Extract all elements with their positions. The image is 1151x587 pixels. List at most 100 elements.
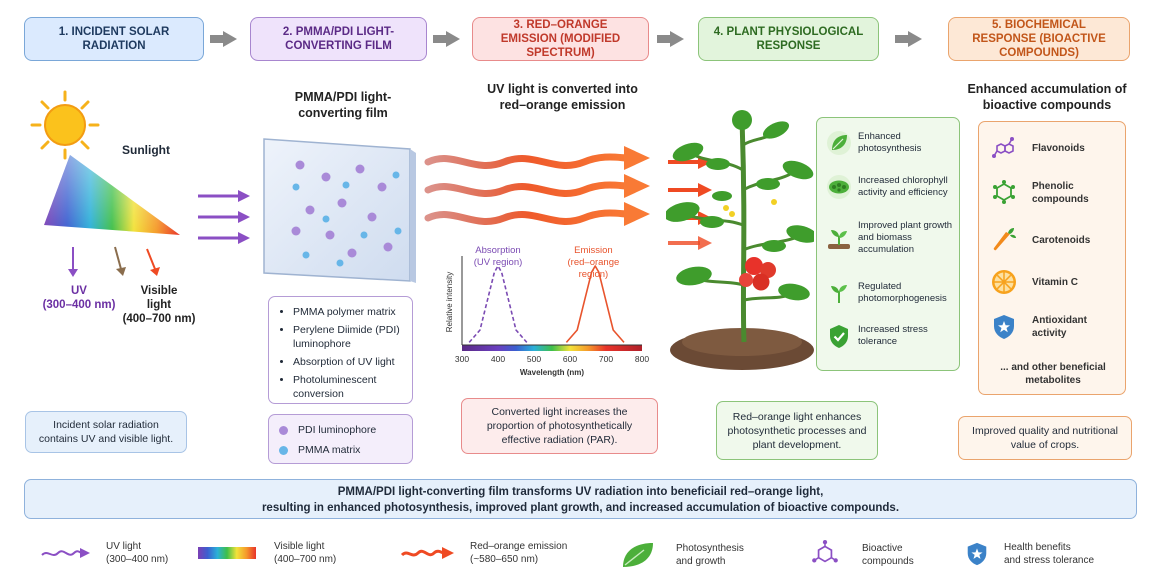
step-connector xyxy=(210,35,224,43)
carrot-icon xyxy=(993,228,1016,251)
summary-banner: PMMA/PDI light-converting film transform… xyxy=(24,479,1137,519)
plant-note: Red–orange light enhances photosynthetic… xyxy=(716,401,878,460)
compound-label: Phenolic compounds xyxy=(1032,181,1089,205)
sun-icon xyxy=(30,90,100,160)
bioactive-note-text: Improved quality and nutritional value o… xyxy=(972,425,1118,451)
legend-label: Photosynthesis xyxy=(676,543,744,554)
benefit-stress-tolerance: Increased stress tolerance xyxy=(826,323,956,349)
sun-and-spectrum-illustration xyxy=(30,90,180,235)
compound-flavonoids: Flavonoids xyxy=(990,134,1120,162)
list-item: Perylene Diimide (PDI) luminophore xyxy=(293,323,402,351)
legend-label: Bioactive xyxy=(862,543,903,554)
x-tick-label: 300 xyxy=(455,354,469,364)
tomato-fruits xyxy=(739,257,776,291)
legend-label: Visible light xyxy=(274,541,325,552)
pmma-legend-row: PMMA matrix xyxy=(279,443,412,457)
absorption-label: Absorption xyxy=(475,245,520,256)
red-orange-wave-icon xyxy=(400,547,454,559)
compound-label: Carotenoids xyxy=(1032,234,1091,246)
pdi-legend-label: PDI luminophore xyxy=(298,424,377,436)
x-tick-label: 500 xyxy=(527,354,541,364)
leaf-icon xyxy=(827,131,851,155)
seedling-icon xyxy=(828,230,850,249)
visible-range-text: (400–700 nm) xyxy=(122,313,196,325)
legend-sub: compounds xyxy=(862,556,914,567)
spectrum-bar xyxy=(462,345,642,351)
shield-check-icon xyxy=(830,325,848,348)
emission-label: (red–orange xyxy=(568,257,620,268)
emission-curve xyxy=(565,265,625,343)
tomato-plant-illustration xyxy=(666,110,814,370)
bioactive-note: Improved quality and nutritional value o… xyxy=(958,416,1132,460)
step-5-header: 5. BIOCHEMICAL RESPONSE (BIOACTIVE COMPO… xyxy=(948,17,1130,61)
spectrum-split-arrows xyxy=(68,246,160,277)
pmma-dot-icon xyxy=(279,445,288,455)
uv-incoming-arrows xyxy=(198,190,250,244)
benefit-chlorophyll: Increased chlorophyll activity and effic… xyxy=(826,174,956,200)
legend-label: Health benefits xyxy=(1004,542,1071,553)
x-tick-label: 600 xyxy=(563,354,577,364)
x-tick-label: 800 xyxy=(635,354,649,364)
compound-carotenoids: Carotenoids xyxy=(990,226,1120,254)
pdi-legend-row: PDI luminophore xyxy=(279,423,412,437)
phenolic-ring-icon xyxy=(993,180,1015,204)
solar-radiation-note: Incident solar radiation contains UV and… xyxy=(25,411,187,453)
legend-sub: and stress tolerance xyxy=(1004,555,1095,566)
absorption-label: (UV region) xyxy=(474,257,523,268)
other-metabolites-text: ... and other beneficial metabolites xyxy=(1000,362,1106,386)
benefit-enhanced-photosynthesis: Enhanced photosynthesis xyxy=(826,130,956,156)
step-arrow-icon xyxy=(670,31,684,47)
x-tick-label: 700 xyxy=(599,354,613,364)
step-3-label: 3. RED–ORANGE EMISSION (MODIFIED SPECTRU… xyxy=(500,19,621,59)
summary-line-1: PMMA/PDI light-converting film transform… xyxy=(337,486,824,498)
compound-label: Flavonoids xyxy=(1032,142,1085,154)
plant-note-text: Red–orange light enhances photosynthetic… xyxy=(727,410,867,451)
absorption-curve xyxy=(468,265,528,343)
benefit-text: Increased stress tolerance xyxy=(858,324,928,347)
uv-range-text: (300–400 nm) xyxy=(42,299,116,311)
leaf-icon xyxy=(623,543,653,567)
list-item: PMMA polymer matrix xyxy=(293,305,402,319)
step-connector xyxy=(433,35,447,43)
legend-sub: and growth xyxy=(676,556,726,567)
shield-star-icon xyxy=(967,542,987,566)
rainbow-bar-icon xyxy=(198,547,256,559)
list-item: Photoluminescent conversion xyxy=(293,373,402,401)
step-4-header: 4. PLANT PHYSIOLOGICAL RESPONSE xyxy=(698,17,879,61)
legend-bioactive: Bioactive compounds xyxy=(810,540,914,570)
step-5-label: 5. BIOCHEMICAL RESPONSE (BIOACTIVE COMPO… xyxy=(972,19,1106,59)
red-orange-wave-arrows xyxy=(424,146,650,226)
legend-label: UV light xyxy=(106,541,142,552)
legend-sub: (~580–650 nm) xyxy=(470,554,539,565)
legend-sub: (400–700 nm) xyxy=(274,554,337,565)
compound-label: Vitamin C xyxy=(1032,276,1078,288)
uv-wave-icon xyxy=(41,548,90,558)
sprout-icon xyxy=(831,285,847,303)
step-3-header: 3. RED–ORANGE EMISSION (MODIFIED SPECTRU… xyxy=(472,17,649,61)
visible-light-label: Visible light (400–700 nm) xyxy=(118,284,200,326)
pmma-legend-label: PMMA matrix xyxy=(298,444,361,456)
uv-label-text: UV xyxy=(71,285,87,297)
flavonoid-molecule-icon xyxy=(992,137,1014,158)
emission-heading: UV light is converted into red–orange em… xyxy=(487,82,638,112)
compound-label: Antioxidant activity xyxy=(1032,315,1087,339)
step-2-header: 2. PMMA/PDI LIGHT-CONVERTING FILM xyxy=(250,17,427,61)
emission-label: Emission xyxy=(574,245,613,256)
legend-photosynthesis: Photosynthesis and growth xyxy=(620,540,744,570)
uv-label: UV (300–400 nm) xyxy=(34,284,124,312)
compound-vitamin-c: Vitamin C xyxy=(990,268,1120,296)
solar-radiation-note-text: Incident solar radiation contains UV and… xyxy=(38,419,174,445)
film-illustration xyxy=(263,138,416,283)
step-connector xyxy=(657,35,671,43)
emission-note: Converted light increases the proportion… xyxy=(461,398,658,454)
step-arrow-icon xyxy=(446,31,460,47)
benefit-text: Regulated photomorphogenesis xyxy=(858,281,947,304)
compounds-box xyxy=(978,121,1126,395)
film-properties-box: PMMA polymer matrix Perylene Diimide (PD… xyxy=(268,296,413,404)
list-item: Absorption of UV light xyxy=(293,355,402,369)
bioactive-heading: Enhanced accumulation of bioactive compo… xyxy=(967,82,1127,112)
x-axis-label: Wavelength (nm) xyxy=(520,368,584,377)
step-1-label: 1. INCIDENT SOLAR RADIATION xyxy=(58,26,170,52)
chloroplast-icon xyxy=(827,175,851,199)
